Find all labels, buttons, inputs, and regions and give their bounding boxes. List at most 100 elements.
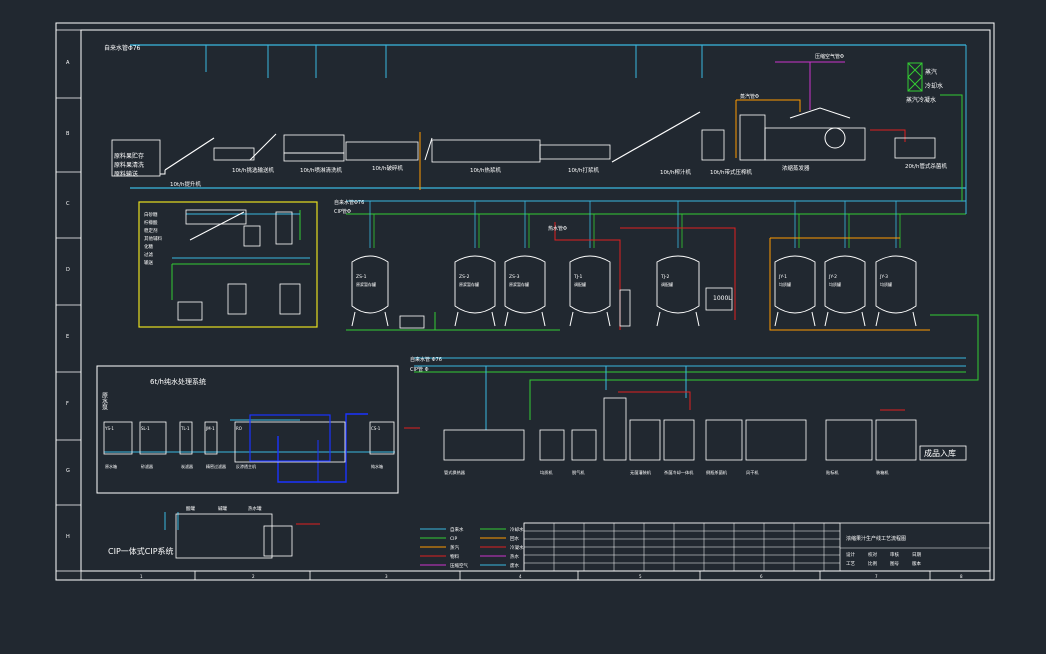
process-label: 20t/h管式杀菌机	[905, 162, 947, 170]
pack-label: 装箱机	[876, 469, 889, 476]
pack-label: 均质机	[540, 469, 553, 476]
legend-left: 蒸汽	[450, 544, 459, 551]
tank-desc: 调配罐	[574, 281, 586, 287]
tank-tag: ZS-3	[509, 274, 520, 280]
legend-left: 压缩空气	[450, 562, 468, 569]
pack-label: 无菌灌装机	[630, 469, 652, 476]
wt-unit-tag: YS-1	[104, 426, 114, 431]
filter-1	[619, 289, 631, 327]
top-right-caption: 蒸汽冷凝水	[906, 96, 936, 104]
small-tank-label: 1000L	[713, 295, 732, 302]
tank-tag: TJ-2	[660, 274, 670, 280]
col-number: 4	[519, 574, 522, 579]
col-number: 6	[760, 574, 763, 579]
title-block-cell: 审核	[890, 551, 899, 558]
tank-tag: ZS-2	[459, 274, 470, 280]
preheater	[431, 139, 541, 163]
inset-pump	[243, 225, 261, 247]
tank-desc: 原浆暂存罐	[356, 281, 376, 287]
water-treatment-side: 原水泵	[101, 392, 108, 410]
pipe-label-steam: 蒸汽管Φ	[740, 93, 759, 100]
tank-tag: JY-2	[828, 274, 837, 280]
wt-unit-label: 炭滤器	[181, 463, 193, 469]
row-letter: H	[66, 534, 70, 540]
water-treatment-title: 6t/h纯水处理系统	[150, 377, 206, 386]
belt-press	[701, 129, 725, 161]
sorting-conveyor	[213, 147, 255, 161]
top-right-legend-steam: 蒸汽	[925, 68, 937, 76]
legend-left: 自来水	[450, 526, 464, 533]
process-label: 10t/h热浆机	[470, 166, 501, 174]
wt-unit-label: 砂滤器	[141, 463, 153, 469]
raw-material-2: 原料输送	[114, 170, 138, 178]
ingredient-inset-frame	[138, 201, 318, 328]
wt-unit-tag: RO	[236, 426, 242, 431]
legend-right: 热水	[510, 553, 519, 560]
cip-tank-body	[175, 513, 273, 559]
process-label: 10t/h打浆机	[568, 166, 599, 174]
col-number: 3	[385, 574, 388, 579]
pulper	[539, 144, 611, 160]
pack-unit	[663, 419, 695, 461]
tank-desc: 均质罐	[880, 281, 892, 287]
pack-label: 风干机	[746, 469, 759, 476]
pack-unit	[705, 419, 743, 461]
col-number: 2	[252, 574, 255, 579]
tank-tag: TJ-1	[573, 274, 583, 280]
spray-washer	[283, 134, 345, 154]
incline-conveyor-2	[611, 111, 701, 163]
wt-unit-label: 精密过滤器	[206, 463, 226, 469]
filter-housing	[227, 283, 247, 315]
legend-right: 冷却水	[510, 526, 524, 533]
process-label: 10t/h挑选输送机	[232, 166, 274, 174]
wt-unit	[139, 421, 167, 455]
pack-label: 倒瓶杀菌机	[706, 469, 728, 476]
inner-frame	[80, 29, 991, 572]
legend-right: 冷凝水	[510, 544, 524, 551]
tank-tag: JY-1	[778, 274, 787, 280]
warehouse-box	[919, 445, 967, 461]
inset-label: 输送	[144, 259, 153, 266]
top-right-legend-box	[907, 62, 923, 92]
water-treatment-units: 原水箱YS-1砂滤器SL-1炭滤器TL-1精密过滤器JM-1反渗透主机RO纯水箱…	[103, 414, 395, 469]
inset-tank	[275, 211, 293, 245]
title-block-cell: 设计	[846, 551, 855, 558]
pipe-label-cip-lower: CIP管 Φ	[410, 366, 429, 373]
inset-label: 其他辅料	[144, 235, 162, 242]
tank-row: ZS-1原浆暂存罐ZS-2原浆暂存罐ZS-3原浆暂存罐TJ-1调配罐TJ-2调配…	[351, 255, 917, 329]
pipe-label-water-top: 自来水管Φ76	[104, 44, 141, 52]
col-number: 1	[140, 574, 143, 579]
spray-washer-base	[283, 152, 345, 162]
cip-label: 热水罐	[248, 505, 262, 512]
wt-unit	[204, 421, 218, 455]
pack-label: 管式换热器	[444, 469, 466, 476]
row-letter: G	[66, 468, 70, 474]
pack-label: 脱气机	[572, 469, 585, 476]
wt-unit	[103, 421, 133, 455]
cip-label: 酸罐	[186, 505, 195, 512]
cip-system-label: CIP一体式CIP系统	[108, 546, 174, 556]
outer-frame	[55, 22, 995, 581]
pack-unit	[825, 419, 873, 461]
process-label: 10t/h破碎机	[372, 164, 403, 172]
wt-unit-tag: JM-1	[205, 426, 215, 431]
legend-right: 废水	[510, 562, 519, 569]
wt-unit-label: 纯水箱	[371, 463, 383, 469]
legend-left: CIP	[450, 536, 457, 542]
inset-label: 稳定剂	[144, 227, 158, 234]
title-block-cell: 工艺	[846, 561, 855, 567]
raw-material-1: 原料果清洗	[114, 161, 144, 169]
tank-desc: 调配罐	[661, 281, 673, 287]
pack-unit	[443, 429, 525, 461]
process-label: 浓缩蒸发器	[782, 164, 810, 172]
wt-unit	[179, 421, 193, 455]
evaporator-left	[739, 114, 766, 161]
water-treatment-frame	[96, 365, 399, 494]
